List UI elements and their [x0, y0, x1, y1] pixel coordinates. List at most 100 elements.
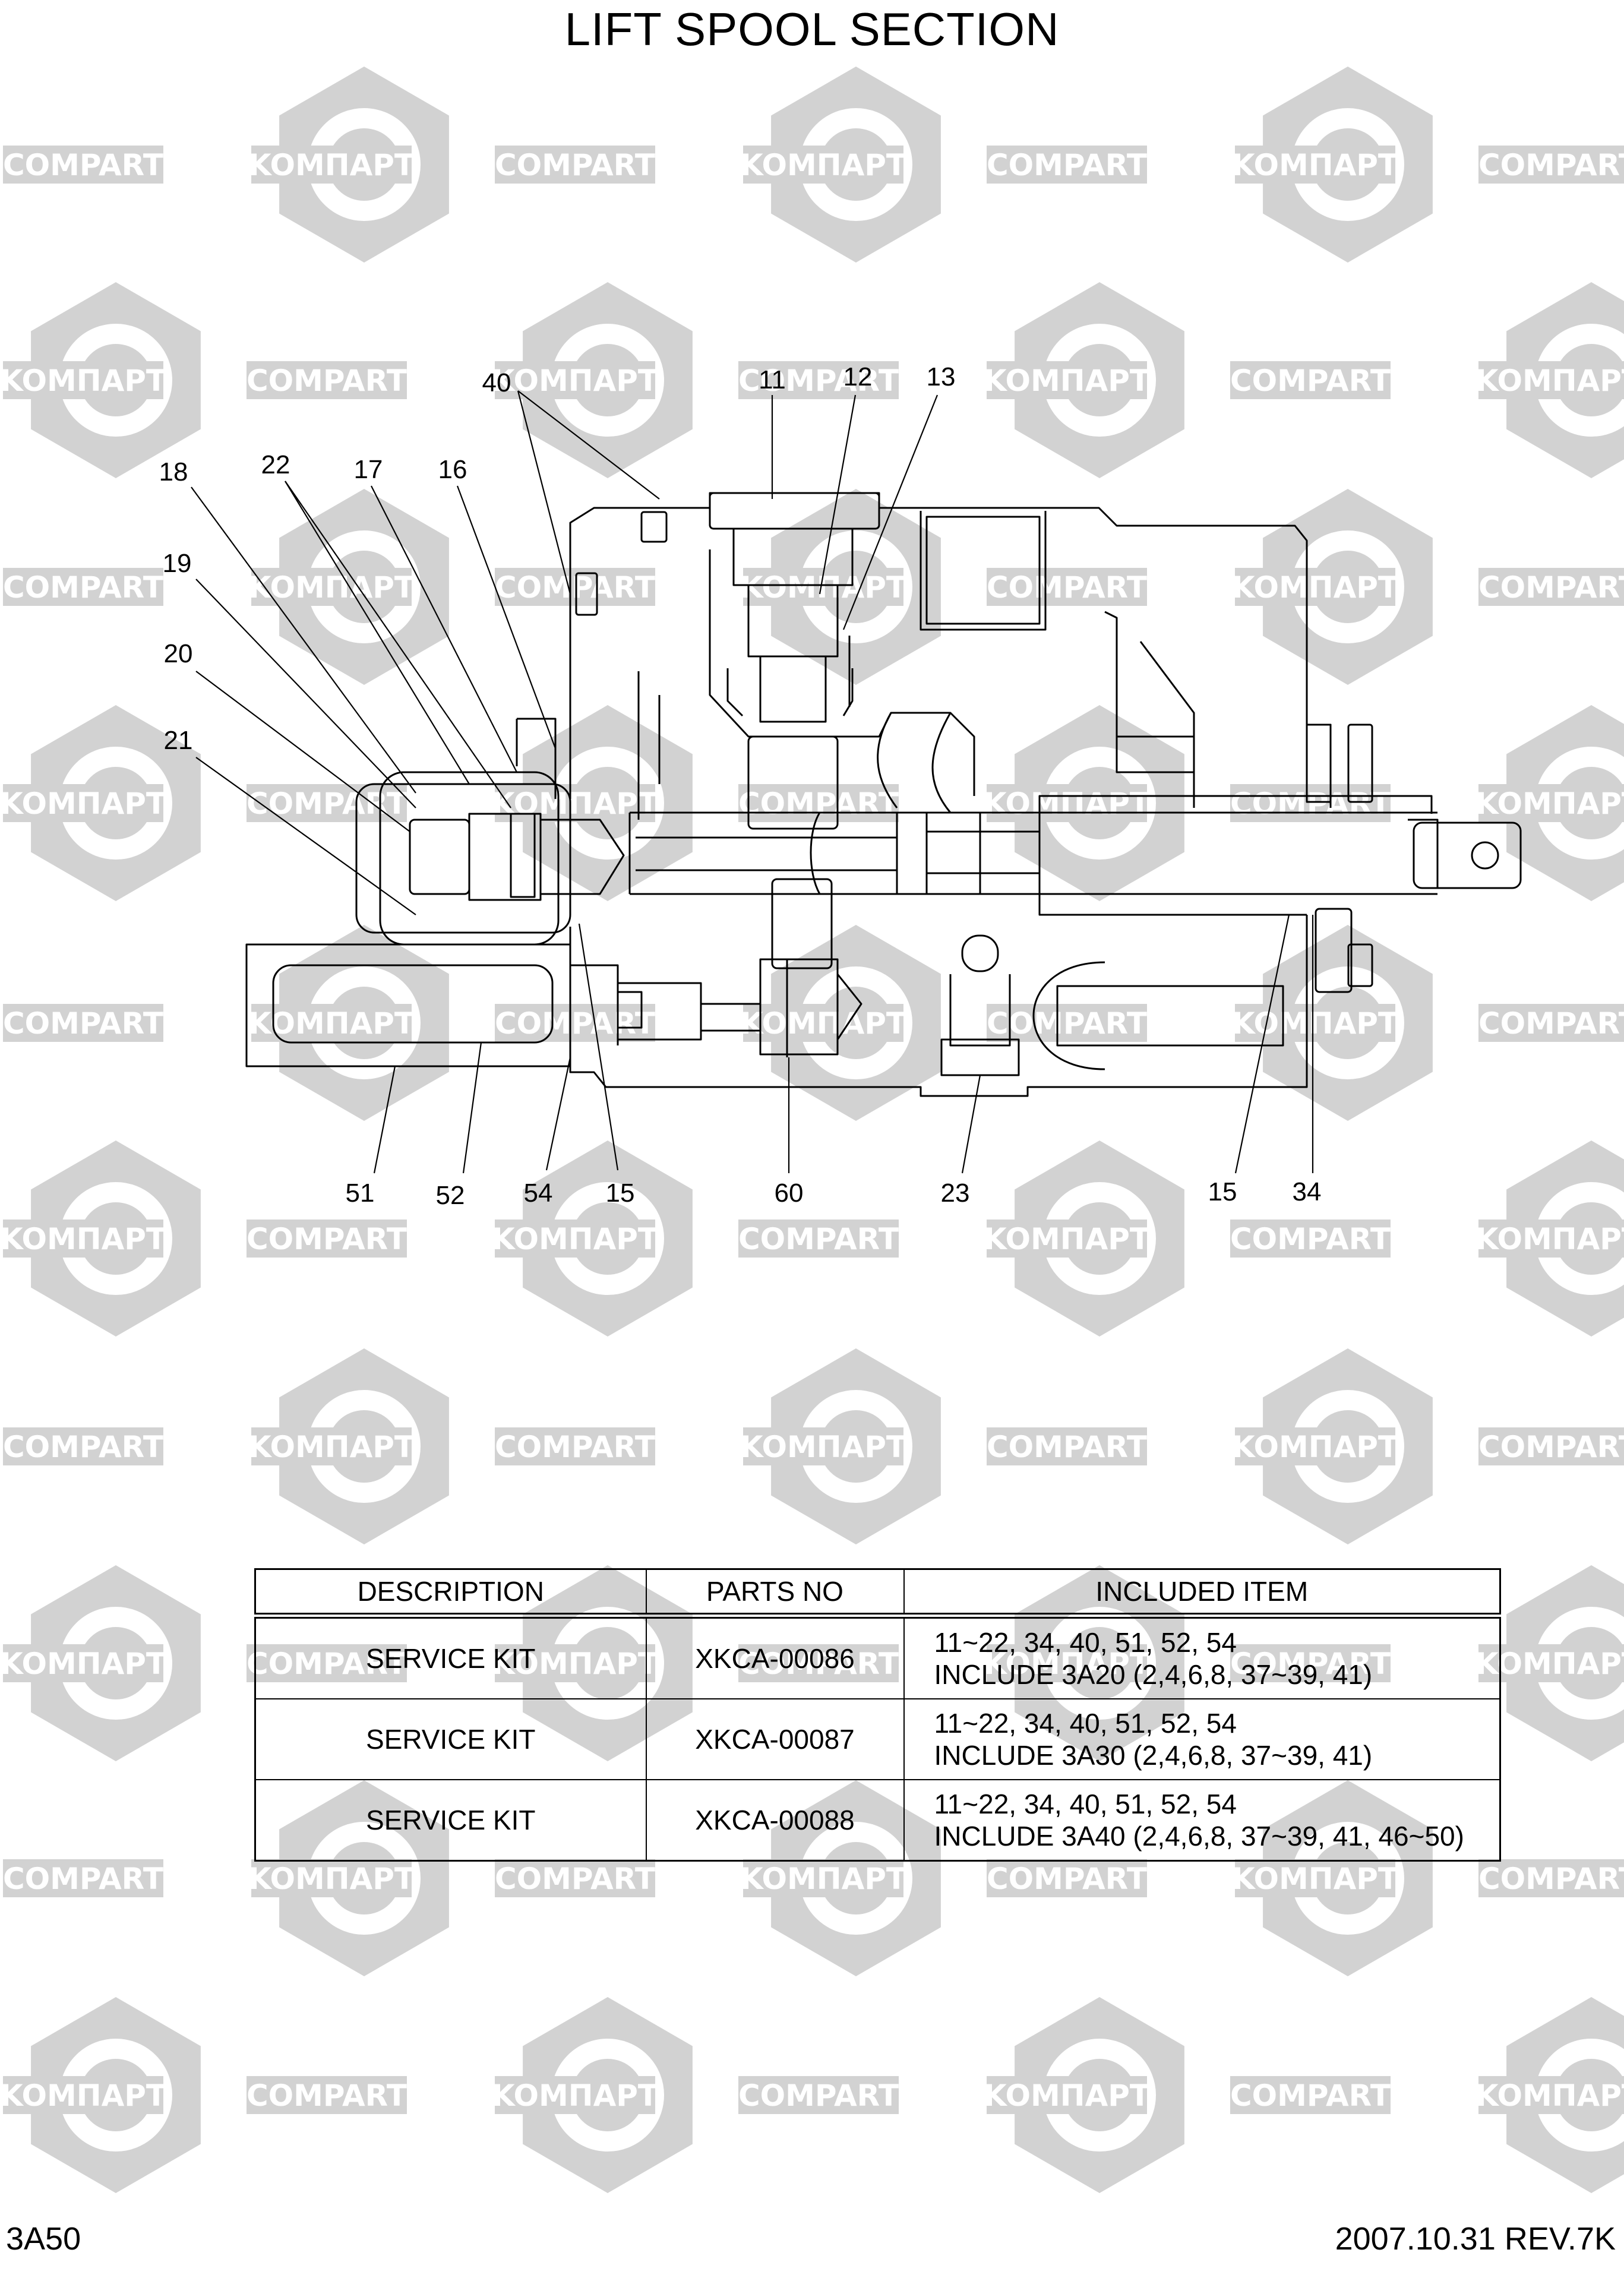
watermark-plate [495, 568, 655, 606]
callout-34: 34 [1292, 1177, 1322, 1206]
watermark-text: KOMΠAPT [740, 1862, 906, 1896]
watermark-plate [738, 1220, 899, 1258]
watermark-plate [251, 146, 412, 184]
watermark-text: KOMΠAPT [0, 1647, 166, 1681]
included-line-2: INCLUDE 3A30 (2,4,6,8, 37~39, 41) [934, 1740, 1373, 1771]
watermark-plate [987, 1220, 1147, 1258]
watermark-text: COMPART [1230, 1222, 1391, 1256]
cell-included-item: 11~22, 34, 40, 51, 52, 54 INCLUDE 3A30 (… [903, 1698, 1501, 1780]
page-code: 3A50 [6, 2221, 81, 2257]
watermark-plate [738, 2076, 899, 2114]
included-line-1: 11~22, 34, 40, 51, 52, 54 [934, 1789, 1237, 1819]
watermark-text: COMPART [3, 148, 163, 182]
included-line-2: INCLUDE 3A40 (2,4,6,8, 37~39, 41, 46~50) [934, 1821, 1464, 1852]
watermark-plate [1235, 1859, 1395, 1897]
watermark-text: COMPART [3, 1862, 163, 1896]
watermark-text: KOMΠAPT [984, 364, 1150, 398]
watermark-plate [1235, 1004, 1395, 1042]
watermark-plate [1230, 2076, 1391, 2114]
watermark-text: COMPART [247, 2078, 407, 2113]
watermark-text: COMPART [987, 1862, 1147, 1896]
watermark-text: KOMΠAPT [1232, 570, 1398, 605]
cell-included-item: 11~22, 34, 40, 51, 52, 54 INCLUDE 3A20 (… [903, 1615, 1501, 1699]
cell-description: SERVICE KIT [254, 1779, 647, 1862]
watermark-plate [987, 568, 1147, 606]
watermark-plate [251, 1427, 412, 1465]
watermark-text: KOMΠAPT [740, 148, 906, 182]
callout-12: 12 [843, 362, 873, 391]
watermark-text: COMPART [1230, 364, 1391, 398]
watermark-plate [495, 1859, 655, 1897]
watermark-text: COMPART [495, 1006, 655, 1041]
watermark-text: COMPART [247, 1222, 407, 1256]
watermark-text: KOMΠAPT [1475, 2078, 1624, 2113]
table-row: SERVICE KIT XKCA-00087 11~22, 34, 40, 51… [254, 1698, 1501, 1780]
watermark-plate [1235, 1427, 1395, 1465]
watermark-plate [1478, 1004, 1624, 1042]
watermark-plate [987, 784, 1147, 822]
callout-17: 17 [353, 455, 383, 484]
header-parts-no: PARTS NO [645, 1568, 905, 1616]
watermark-plate [495, 1427, 655, 1465]
cell-parts-no: XKCA-00086 [645, 1615, 905, 1699]
table-header-row: DESCRIPTION PARTS NO INCLUDED ITEM [254, 1568, 1501, 1616]
cell-parts-no: XKCA-00087 [645, 1698, 905, 1780]
watermark-text: COMPART [987, 570, 1147, 605]
watermark-text: COMPART [987, 1430, 1147, 1464]
watermark-text: KOMΠAPT [248, 148, 415, 182]
watermark-text: KOMΠAPT [1232, 148, 1398, 182]
watermark-plate [1235, 146, 1395, 184]
watermark-text: KOMΠAPT [492, 1222, 658, 1256]
watermark-plate [1478, 1644, 1624, 1682]
watermark-plate [247, 1220, 407, 1258]
included-line-1: 11~22, 34, 40, 51, 52, 54 [934, 1708, 1237, 1739]
watermark-plate [495, 1004, 655, 1042]
watermark-plate [3, 1644, 163, 1682]
watermark-text: COMPART [495, 1430, 655, 1464]
watermark-text: KOMΠAPT [248, 1862, 415, 1896]
watermark-plate [1478, 568, 1624, 606]
watermark-plate [743, 1859, 903, 1897]
watermark-plate [987, 146, 1147, 184]
table-row: SERVICE KIT XKCA-00088 11~22, 34, 40, 51… [254, 1779, 1501, 1862]
watermark-plate [3, 784, 163, 822]
watermark-plate [743, 146, 903, 184]
watermark-text: COMPART [495, 148, 655, 182]
watermark-plate [3, 568, 163, 606]
watermark-plate [1478, 2076, 1624, 2114]
watermark-text: KOMΠAPT [248, 570, 415, 605]
watermark-plate [1478, 784, 1624, 822]
watermark-plate [987, 2076, 1147, 2114]
watermark-text: KOMΠAPT [0, 364, 166, 398]
watermark-plate [743, 1004, 903, 1042]
watermark-plate [495, 146, 655, 184]
watermark-text: COMPART [987, 148, 1147, 182]
watermark-plate [1478, 1220, 1624, 1258]
included-line-2: INCLUDE 3A20 (2,4,6,8, 37~39, 41) [934, 1659, 1373, 1690]
watermark-text: COMPART [738, 2078, 899, 2113]
callout-22: 22 [261, 450, 290, 479]
watermark-plate [987, 1859, 1147, 1897]
watermark-text: COMPART [1478, 148, 1624, 182]
callout-54: 54 [523, 1179, 553, 1208]
callout-40: 40 [482, 368, 511, 397]
watermark-text: COMPART [1478, 1862, 1624, 1896]
watermark-text: COMPART [1478, 570, 1624, 605]
callout-19: 19 [162, 549, 192, 578]
watermark-text: COMPART [495, 1862, 655, 1896]
watermark-plate [3, 1859, 163, 1897]
callout-15-left: 15 [605, 1179, 635, 1208]
watermark-plate [495, 1220, 655, 1258]
cell-parts-no: XKCA-00088 [645, 1779, 905, 1862]
watermark-plate [247, 361, 407, 399]
leader-lines [191, 390, 1314, 1174]
watermark-text: COMPART [987, 1006, 1147, 1041]
watermark-text: KOMΠAPT [492, 2078, 658, 2113]
service-kit-table: DESCRIPTION PARTS NO INCLUDED ITEM SERVI… [254, 1568, 1501, 1862]
watermark-plate [251, 568, 412, 606]
table-row: SERVICE KIT XKCA-00086 11~22, 34, 40, 51… [254, 1615, 1501, 1699]
watermark-text: COMPART [738, 1222, 899, 1256]
watermark-plate [495, 784, 655, 822]
included-line-1: 11~22, 34, 40, 51, 52, 54 [934, 1627, 1237, 1658]
